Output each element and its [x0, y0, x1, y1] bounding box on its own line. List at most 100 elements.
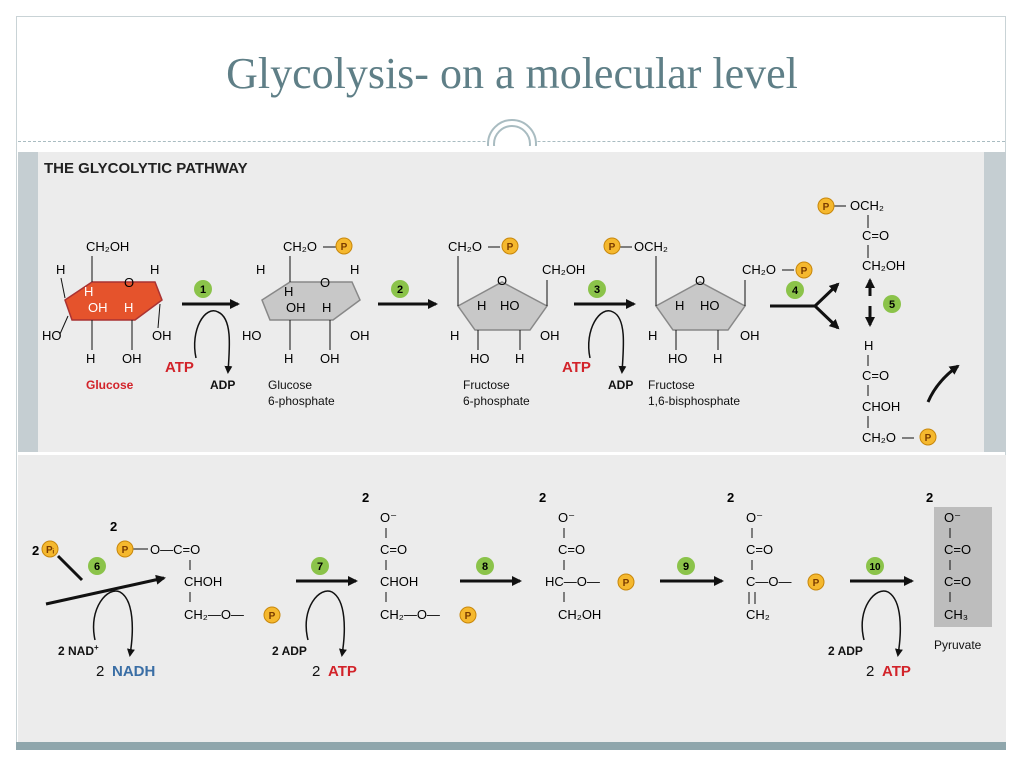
adp-7: 2 ADP — [272, 644, 307, 658]
step-5-badge: 5 — [883, 295, 901, 313]
nadh-label: NADH — [112, 663, 155, 680]
bisphosphoglycerate-molecule: O—C=O CHOH CH₂—O— — [133, 542, 244, 622]
svg-text:H: H — [450, 328, 459, 343]
svg-text:C=O: C=O — [862, 368, 889, 383]
pyruvate-highlight — [934, 507, 992, 627]
atp-3: ATP — [562, 359, 591, 376]
svg-text:CH₂—O—: CH₂—O— — [184, 607, 244, 622]
phosphate-icon: P — [807, 573, 825, 591]
svg-text:C—O—: C—O— — [746, 574, 792, 589]
svg-text:H: H — [84, 284, 93, 299]
phosphate-icon: P — [795, 261, 813, 279]
svg-text:5: 5 — [889, 299, 895, 311]
svg-text:OCH₂: OCH₂ — [634, 239, 668, 254]
svg-text:CH₂: CH₂ — [746, 607, 770, 622]
svg-text:CH₂O: CH₂O — [448, 239, 482, 254]
svg-text:CHOH: CHOH — [184, 574, 222, 589]
svg-text:H: H — [322, 300, 331, 315]
svg-text:H: H — [675, 298, 684, 313]
svg-text:H: H — [56, 262, 65, 277]
svg-text:P: P — [623, 578, 630, 589]
svg-text:H: H — [515, 351, 524, 366]
phosphate-icon: P — [263, 606, 281, 624]
svg-text:OCH₂: OCH₂ — [850, 198, 884, 213]
svg-text:O: O — [497, 273, 507, 288]
multiplier-3: 2 — [727, 490, 734, 505]
svg-text:P: P — [341, 242, 348, 253]
svg-text:3: 3 — [594, 284, 600, 296]
svg-text:C=O: C=O — [862, 228, 889, 243]
svg-text:O: O — [320, 275, 330, 290]
2-phosphoglycerate-molecule: O⁻ C=O HC—O— CH₂OH — [545, 510, 601, 622]
phosphoenolpyruvate-molecule: O⁻ C=O C—O— CH₂ — [746, 510, 792, 622]
slide-title: Glycolysis- on a molecular level — [226, 49, 798, 98]
multiplier-4: 2 — [926, 490, 933, 505]
label-f6p-line1: Fructose — [463, 378, 510, 392]
svg-text:P: P — [823, 202, 830, 213]
svg-text:C=O: C=O — [558, 542, 585, 557]
phosphate-icon: P — [617, 573, 635, 591]
svg-text:CH₂OH: CH₂OH — [542, 262, 585, 277]
nadh-count: 2 — [96, 663, 104, 680]
svg-text:O⁻: O⁻ — [746, 510, 763, 525]
svg-text:OH: OH — [122, 351, 142, 366]
dhap-molecule: OCH₂ C=O CH₂OH — [834, 198, 905, 273]
svg-text:9: 9 — [683, 561, 689, 573]
phosphate-inorganic-icon: Pᵢ — [41, 540, 59, 558]
multiplier-1: 2 — [362, 490, 369, 505]
atp-7: ATP — [328, 663, 357, 680]
svg-text:H: H — [150, 262, 159, 277]
svg-text:H: H — [713, 351, 722, 366]
svg-text:8: 8 — [482, 561, 488, 573]
svg-text:H: H — [284, 351, 293, 366]
svg-text:OH: OH — [540, 328, 560, 343]
atp-10-count: 2 — [866, 663, 874, 680]
svg-text:10: 10 — [869, 562, 881, 573]
svg-text:CHOH: CHOH — [862, 399, 900, 414]
svg-text:7: 7 — [317, 561, 323, 573]
bottom-panel — [18, 455, 1006, 742]
label-f16bp-line2: 1,6-bisphosphate — [648, 394, 740, 408]
svg-text:OH: OH — [88, 300, 108, 315]
step-7-badge: 7 — [311, 557, 329, 575]
svg-text:P: P — [801, 266, 808, 277]
step-4-badge: 4 — [786, 281, 804, 299]
step-8-badge: 8 — [476, 557, 494, 575]
svg-text:Pᵢ: Pᵢ — [46, 545, 55, 556]
g3p-molecule: H C=O CHOH CH₂O — [862, 338, 914, 445]
svg-text:CH₂OH: CH₂OH — [86, 239, 129, 254]
phosphate-icon: P — [116, 540, 134, 558]
svg-text:OH: OH — [320, 351, 340, 366]
svg-text:O⁻: O⁻ — [944, 510, 961, 525]
svg-text:O: O — [124, 275, 134, 290]
adp-1: ADP — [210, 378, 235, 392]
multiplier-5: 2 — [110, 519, 117, 534]
phosphate-icon: P — [919, 428, 937, 446]
svg-text:P: P — [122, 545, 129, 556]
svg-text:O⁻: O⁻ — [558, 510, 575, 525]
nad-label: 2 NAD+ — [58, 643, 99, 658]
fructose-16-bisphosphate-molecule: OCH₂ O CH₂O H HO H OH HO H — [620, 239, 794, 366]
label-pyruvate: Pyruvate — [934, 638, 982, 652]
svg-text:H: H — [648, 328, 657, 343]
fructose-6-phosphate-molecule: CH₂O O CH₂OH H HO H OH HO H — [448, 239, 585, 366]
svg-text:CH₂O: CH₂O — [862, 430, 896, 445]
step-6-badge: 6 — [88, 557, 106, 575]
atp-1: ATP — [165, 359, 194, 376]
glucose-6-phosphate-molecule: CH₂O O H H H OH H HO OH H OH — [242, 239, 370, 366]
svg-text:4: 4 — [792, 285, 799, 297]
svg-text:C=O: C=O — [944, 542, 971, 557]
pyruvate-molecule: O⁻ C=O C=O CH₃ — [944, 510, 971, 622]
label-g6p-line1: Glucose — [268, 378, 312, 392]
svg-text:C=O: C=O — [944, 574, 971, 589]
svg-text:HO: HO — [42, 328, 62, 343]
svg-text:O—C=O: O—C=O — [150, 542, 200, 557]
svg-text:C=O: C=O — [380, 542, 407, 557]
adp-10: 2 ADP — [828, 644, 863, 658]
step-9-badge: 9 — [677, 557, 695, 575]
multiplier-2: 2 — [539, 490, 546, 505]
svg-text:HO: HO — [470, 351, 490, 366]
pathway-heading: THE GLYCOLYTIC PATHWAY — [44, 160, 248, 177]
label-glucose: Glucose — [86, 378, 134, 392]
